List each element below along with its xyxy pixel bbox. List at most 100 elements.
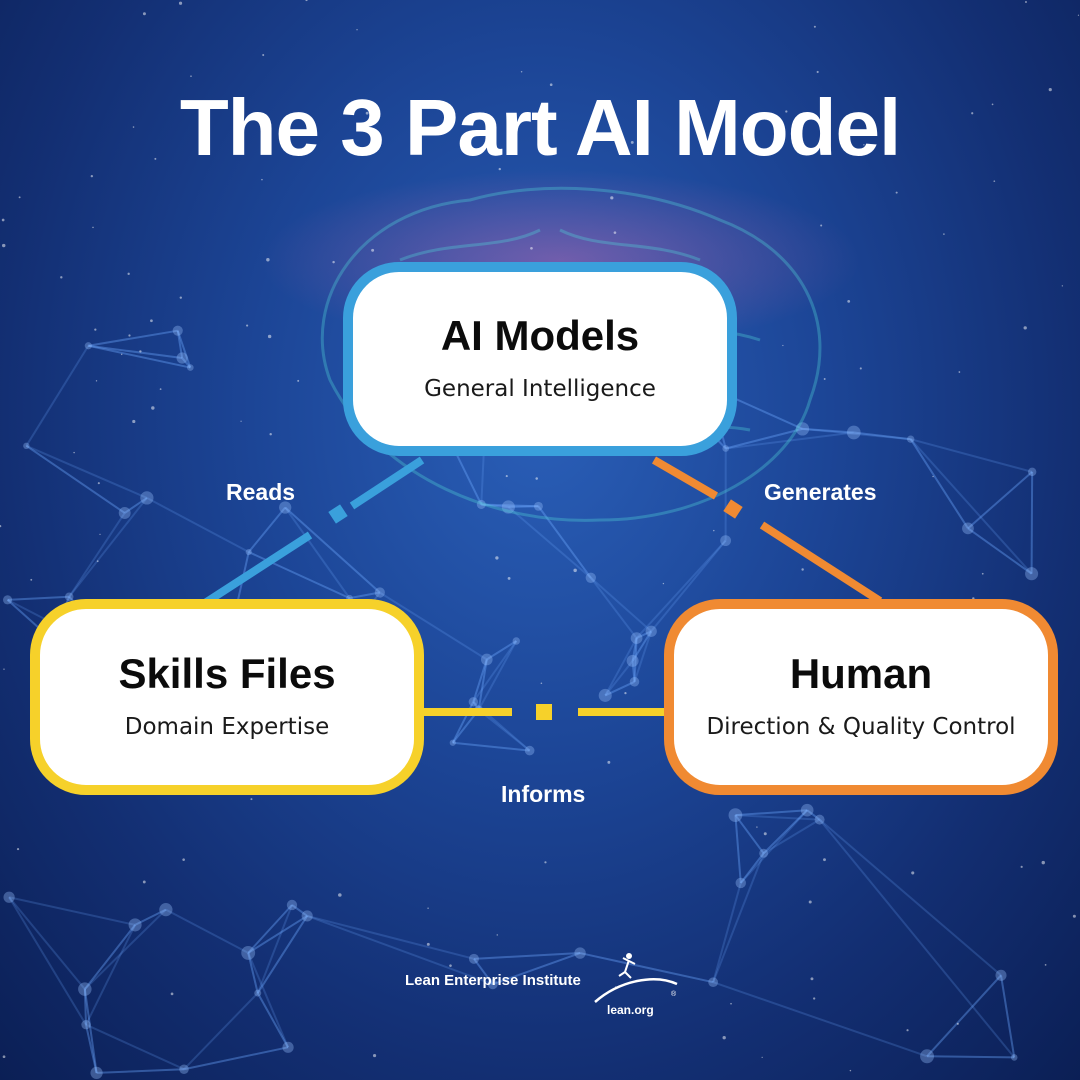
network-line bbox=[1030, 471, 1034, 574]
network-line bbox=[83, 989, 98, 1074]
network-line bbox=[88, 344, 191, 369]
star bbox=[1, 243, 6, 248]
network-line bbox=[183, 992, 259, 1070]
star bbox=[662, 582, 665, 585]
star bbox=[823, 858, 826, 862]
network-line bbox=[712, 852, 765, 983]
network-node bbox=[962, 522, 974, 535]
network-line bbox=[88, 344, 191, 369]
network-node bbox=[846, 425, 861, 440]
network-line bbox=[926, 974, 1002, 1057]
runner-swoosh-icon: ® bbox=[594, 953, 678, 1003]
network-line bbox=[604, 680, 635, 697]
network-line bbox=[802, 427, 854, 434]
org-name: Lean Enterprise Institute bbox=[405, 972, 581, 989]
network-line bbox=[84, 908, 167, 990]
network-line bbox=[88, 329, 178, 347]
star bbox=[305, 0, 308, 2]
network-node bbox=[720, 535, 732, 547]
network-line bbox=[181, 357, 192, 369]
network-line bbox=[183, 1046, 289, 1071]
network-line bbox=[590, 577, 638, 639]
star bbox=[30, 578, 33, 581]
network-node bbox=[1027, 467, 1037, 477]
star bbox=[993, 180, 996, 182]
network-line bbox=[481, 503, 509, 509]
network-line bbox=[247, 952, 259, 994]
network-line bbox=[85, 1024, 98, 1074]
star bbox=[756, 826, 758, 828]
network-line bbox=[650, 539, 727, 632]
network-line bbox=[176, 330, 184, 359]
network-node bbox=[245, 548, 252, 556]
network-line bbox=[477, 659, 488, 710]
network-line bbox=[537, 505, 592, 579]
star bbox=[2, 1055, 6, 1059]
network-node bbox=[626, 654, 639, 667]
network-line bbox=[818, 818, 1016, 1059]
star bbox=[859, 367, 862, 370]
star bbox=[613, 231, 617, 234]
network-node bbox=[282, 1041, 294, 1053]
star bbox=[820, 224, 823, 227]
network-line bbox=[473, 952, 581, 960]
network-line bbox=[88, 329, 178, 347]
node-human-subtitle: Direction & Quality Control bbox=[706, 714, 1016, 740]
star bbox=[744, 142, 749, 146]
network-node bbox=[176, 352, 188, 364]
network-line bbox=[284, 506, 351, 599]
star bbox=[263, 130, 266, 133]
star bbox=[332, 260, 335, 264]
node-skills-files-title: Skills Files bbox=[118, 649, 336, 697]
star bbox=[1041, 860, 1045, 865]
network-line bbox=[734, 815, 742, 884]
network-line bbox=[486, 640, 517, 661]
star bbox=[127, 272, 130, 276]
network-node bbox=[759, 848, 769, 858]
network-line bbox=[631, 630, 653, 662]
star bbox=[495, 556, 499, 560]
network-line bbox=[818, 818, 1002, 977]
star bbox=[1020, 865, 1023, 868]
network-line bbox=[806, 809, 821, 821]
network-line bbox=[83, 989, 98, 1074]
network-line bbox=[472, 659, 488, 703]
star bbox=[505, 475, 508, 478]
network-line bbox=[631, 660, 636, 682]
network-node bbox=[814, 814, 825, 825]
network-line bbox=[256, 992, 289, 1048]
star bbox=[799, 491, 803, 494]
network-line bbox=[909, 438, 969, 529]
network-line bbox=[725, 427, 803, 450]
network-line bbox=[85, 924, 137, 1026]
network-line bbox=[927, 1055, 1015, 1059]
network-line bbox=[633, 638, 638, 682]
star bbox=[895, 191, 898, 194]
network-node bbox=[630, 632, 643, 644]
star bbox=[338, 893, 342, 897]
network-line bbox=[492, 952, 581, 986]
network-line bbox=[8, 896, 136, 926]
network-line bbox=[909, 438, 969, 529]
network-node bbox=[78, 982, 92, 996]
star bbox=[154, 157, 157, 160]
network-node bbox=[1025, 567, 1039, 581]
network-line bbox=[83, 989, 88, 1025]
star bbox=[823, 378, 826, 380]
star bbox=[849, 1069, 852, 1072]
star bbox=[911, 871, 915, 875]
network-line bbox=[927, 1055, 1015, 1059]
star bbox=[99, 533, 101, 535]
network-line bbox=[247, 904, 293, 954]
network-line bbox=[379, 591, 488, 661]
network-line bbox=[247, 506, 286, 553]
network-line bbox=[451, 701, 475, 744]
star bbox=[182, 858, 185, 861]
star bbox=[991, 103, 994, 106]
star bbox=[713, 529, 715, 532]
star bbox=[785, 110, 788, 113]
network-line bbox=[740, 809, 808, 884]
network-line bbox=[473, 958, 494, 985]
network-node bbox=[800, 803, 814, 817]
network-node bbox=[449, 739, 456, 746]
